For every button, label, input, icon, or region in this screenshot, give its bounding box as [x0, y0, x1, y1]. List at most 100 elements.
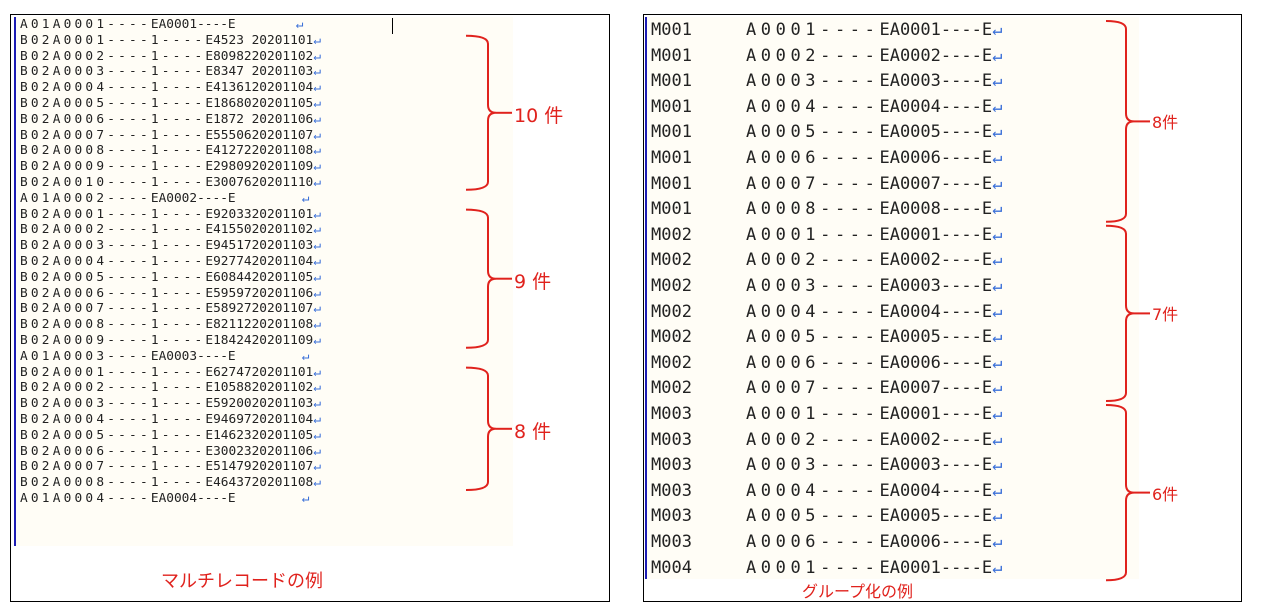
record-value: EA0003----E [879, 455, 993, 476]
return-mark-icon: ↵ [992, 71, 1003, 92]
group-id: M002 [651, 378, 692, 399]
group-id: M002 [651, 250, 692, 271]
record-code: B02A0004----1---- [20, 412, 206, 427]
record-line: B02A0004----1----E9469720201104↵ [20, 412, 321, 428]
record-code: A0004---- [745, 480, 880, 501]
return-mark-icon: ↵ [313, 175, 321, 190]
record-value: E3002320201106 [205, 443, 314, 459]
return-mark-icon: ↵ [992, 378, 1003, 399]
record-line: A01A0004----EA0004----E↵ [20, 491, 309, 507]
record-value: EA0005----E [879, 122, 993, 143]
return-mark-icon: ↵ [992, 224, 1003, 245]
group-id: M002 [651, 224, 692, 245]
record-value: EA0005----E [879, 506, 993, 527]
record-line: B02A0002----1----E4155020201102↵ [20, 222, 321, 238]
record-code: B02A0003----1---- [20, 238, 206, 254]
record-value: EA0001----E [879, 557, 993, 578]
return-mark-icon: ↵ [992, 250, 1003, 271]
record-line: B02A0001----1----E4523 20201101↵ [20, 33, 321, 49]
record-code: B02A0004----1---- [20, 254, 206, 269]
record-line: B02A0003----1----E5920020201103↵ [20, 396, 321, 412]
record-code: B02A0008----1---- [20, 143, 206, 159]
record-code: B02A0010----1---- [20, 175, 206, 190]
return-mark-icon: ↵ [313, 475, 321, 491]
record-value: E9277420201104 [205, 254, 314, 269]
record-code: A0005---- [745, 327, 880, 348]
record-code: B02A0003----1---- [20, 64, 206, 80]
left-count-label: 8 件 [514, 420, 552, 443]
return-mark-icon: ↵ [992, 301, 1003, 322]
record-code: A01A0003---- [20, 348, 151, 364]
record-code: B02A0009----1---- [20, 333, 206, 348]
return-mark-icon: ↵ [313, 459, 321, 475]
return-mark-icon: ↵ [313, 396, 321, 412]
record-code: A0001---- [745, 557, 880, 578]
record-code: B02A0003----1---- [20, 396, 206, 412]
return-mark-icon: ↵ [992, 455, 1003, 476]
record-value: E2980920201109 [205, 159, 314, 175]
record-code: B02A0005----1---- [20, 269, 206, 285]
record-code: A0005---- [745, 506, 880, 527]
record-code: B02A0001----1---- [20, 364, 206, 380]
return-mark-icon: ↵ [313, 301, 321, 317]
multi-record-example-panel: A01A0001----EA0001----E↵B02A0001----1---… [10, 14, 610, 602]
return-mark-icon: ↵ [992, 404, 1003, 424]
record-code: A0003---- [745, 455, 880, 476]
record-code: B02A0006----1---- [20, 443, 206, 459]
record-value: E1872 20201106 [205, 111, 314, 127]
return-mark-icon: ↵ [313, 64, 321, 80]
record-line: A01A0001----EA0001----E↵ [20, 17, 303, 33]
return-mark-icon: ↵ [992, 45, 1003, 66]
group-id: M001 [651, 148, 692, 168]
record-code: A0001---- [745, 224, 880, 245]
return-mark-icon: ↵ [313, 80, 321, 96]
record-line: B02A0007----1----E5147920201107↵ [20, 459, 321, 475]
record-code: B02A0008----1---- [20, 475, 206, 491]
record-code: A0006---- [745, 532, 880, 552]
return-mark-icon: ↵ [301, 348, 310, 364]
record-code: A0005---- [745, 122, 880, 143]
group-id: M001 [651, 71, 692, 92]
return-mark-icon: ↵ [313, 412, 321, 427]
right-count-label: 8件 [1152, 113, 1179, 133]
group-id: M003 [651, 404, 692, 424]
multi-record-editor[interactable]: A01A0001----EA0001----E↵B02A0001----1---… [14, 17, 513, 546]
record-value: E6084420201105 [205, 269, 314, 285]
record-code: B02A0009----1---- [20, 159, 206, 175]
record-value: EA0004----E [150, 491, 236, 506]
group-id: M001 [651, 122, 692, 143]
record-line: A01A0003----EA0003----E↵ [20, 349, 309, 365]
return-mark-icon: ↵ [295, 17, 304, 32]
return-mark-icon: ↵ [992, 429, 1003, 450]
record-value: E4523 20201101 [205, 32, 314, 48]
record-code: A0001---- [745, 404, 880, 424]
return-mark-icon: ↵ [313, 159, 321, 175]
record-value: EA0006----E [879, 532, 993, 552]
record-line: B02A0008----1----E4127220201108↵ [20, 143, 321, 159]
record-code: A01A0002---- [20, 190, 151, 206]
group-id: M003 [651, 506, 692, 527]
record-value: EA0002----E [879, 250, 993, 271]
record-value: E5892720201107 [205, 301, 314, 317]
record-code: A0001---- [745, 20, 880, 40]
record-code: B02A0006----1---- [20, 111, 206, 127]
record-value: E5550620201107 [205, 127, 314, 143]
record-line: B02A0007----1----E5892720201107↵ [20, 301, 321, 317]
record-line: B02A0009----1----E1842420201109↵ [20, 333, 321, 349]
record-line: B02A0009----1----E2980920201109↵ [20, 159, 321, 175]
group-id: M003 [651, 532, 692, 552]
record-value: E1868020201105 [205, 96, 314, 111]
left-count-label: 10 件 [514, 104, 564, 127]
record-code: B02A0007----1---- [20, 301, 206, 317]
return-mark-icon: ↵ [992, 276, 1003, 296]
record-code: A0004---- [745, 301, 880, 322]
